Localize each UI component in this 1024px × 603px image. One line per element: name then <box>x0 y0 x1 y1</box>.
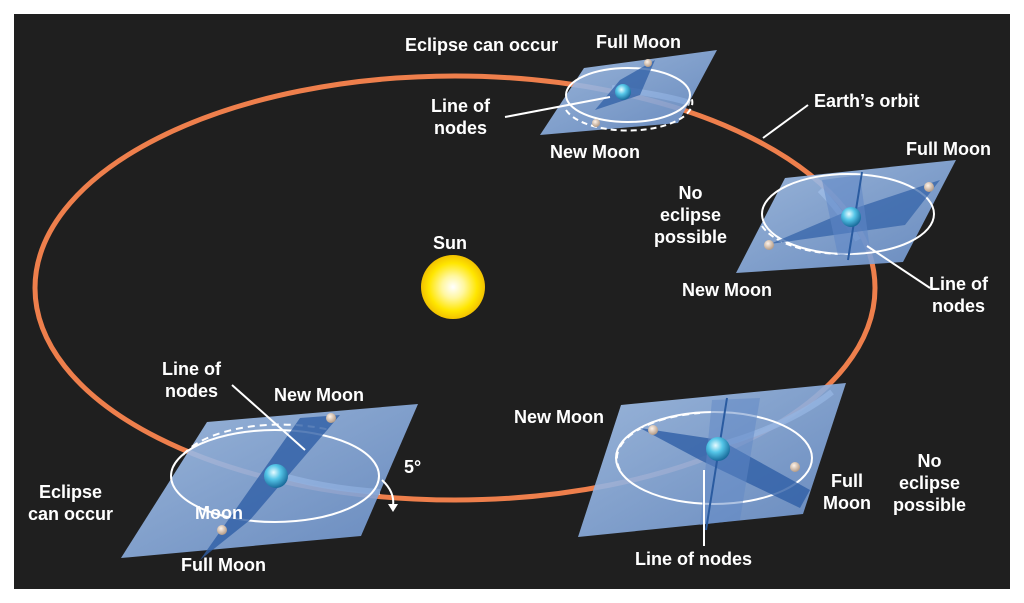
angle-5-degree-label: 5° <box>404 457 422 477</box>
earth <box>706 437 730 461</box>
orbital-plane-bottom-right <box>578 383 846 537</box>
full-moon-top-label: Full Moon <box>596 32 681 52</box>
earth <box>615 84 631 100</box>
line-of-nodes-left-label: Line of nodes <box>162 359 221 401</box>
new-moon-top-label: New Moon <box>550 142 640 162</box>
eclipse-can-occur-left-label: Eclipse can occur <box>28 482 114 524</box>
new-moon-marker <box>592 119 600 127</box>
angle-arrow <box>381 479 395 507</box>
moon-left-label: Moon <box>195 503 243 523</box>
no-eclipse-possible-bottom-right-label: No eclipse possible <box>893 451 967 515</box>
new-moon-marker <box>648 425 658 435</box>
earth <box>841 207 861 227</box>
sun <box>421 255 485 319</box>
earths-orbit-label: Earth’s orbit <box>814 91 920 111</box>
full-moon-left-label: Full Moon <box>181 555 266 575</box>
full-moon-marker <box>644 59 652 67</box>
earth <box>264 464 288 488</box>
orbital-plane-top <box>540 50 717 135</box>
new-moon-marker <box>764 240 774 250</box>
new-moon-marker <box>326 413 336 423</box>
line-of-nodes-top-label: Line of nodes <box>431 96 490 138</box>
line-of-nodes-right-label: Line of nodes <box>929 274 988 316</box>
new-moon-bottom-right-label: New Moon <box>514 407 604 427</box>
earths-orbit-path <box>32 73 878 503</box>
eclipse-can-occur-top-label: Eclipse can occur <box>405 35 559 55</box>
new-moon-right-label: New Moon <box>682 280 772 300</box>
orbital-plane-left <box>121 404 418 560</box>
full-moon-marker <box>924 182 934 192</box>
moon-marker <box>217 525 227 535</box>
new-moon-left-label: New Moon <box>274 385 364 405</box>
full-moon-bottom-right-label: Full Moon <box>823 471 871 513</box>
no-eclipse-possible-right-label: No eclipse possible <box>654 183 728 247</box>
line-of-nodes-bottom-right-label: Line of nodes <box>635 549 752 569</box>
full-moon-marker <box>790 462 800 472</box>
leader-lines <box>231 96 931 546</box>
full-moon-right-label: Full Moon <box>906 139 991 159</box>
sun-label: Sun <box>433 233 467 253</box>
orbital-plane-right <box>736 160 956 273</box>
